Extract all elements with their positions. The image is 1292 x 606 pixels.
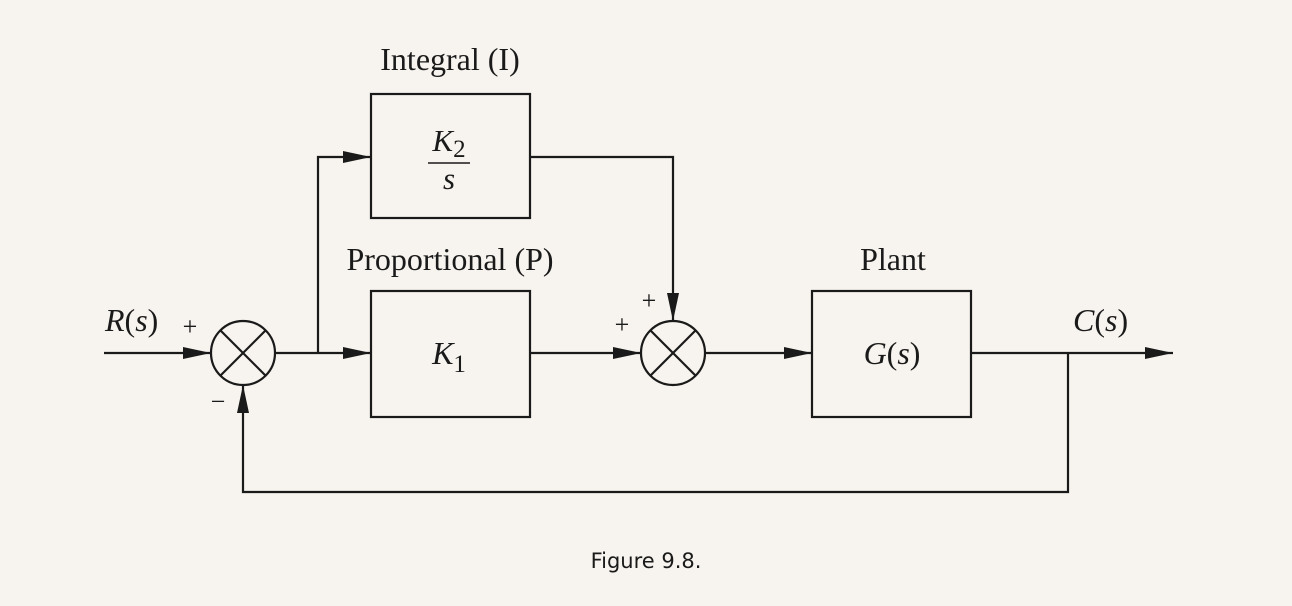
integral-numerator: K2 (431, 123, 465, 163)
proportional-gain: K1 (431, 335, 466, 378)
integral-output-line (530, 155, 679, 321)
integral-denominator: s (443, 161, 455, 196)
sum2-integral-sign: + (642, 286, 657, 315)
output-signal-label: C(s) (1073, 302, 1128, 338)
proportional-label: Proportional (P) (346, 241, 553, 277)
sum2-proportional-sign: + (615, 310, 630, 339)
sum1-feedback-sign: − (211, 387, 226, 416)
figure-caption: Figure 9.8. (590, 549, 702, 573)
integral-branch-line (316, 151, 371, 353)
integral-label: Integral (I) (380, 41, 519, 77)
plant-transfer-function: G(s) (864, 335, 921, 371)
input-signal-label: R(s) (104, 302, 158, 338)
plant-label: Plant (860, 241, 926, 277)
summing-junction-1 (209, 319, 277, 387)
sum1-input-sign: + (183, 312, 198, 341)
feedback-line (237, 353, 1070, 494)
summing-junction-2 (639, 319, 707, 387)
